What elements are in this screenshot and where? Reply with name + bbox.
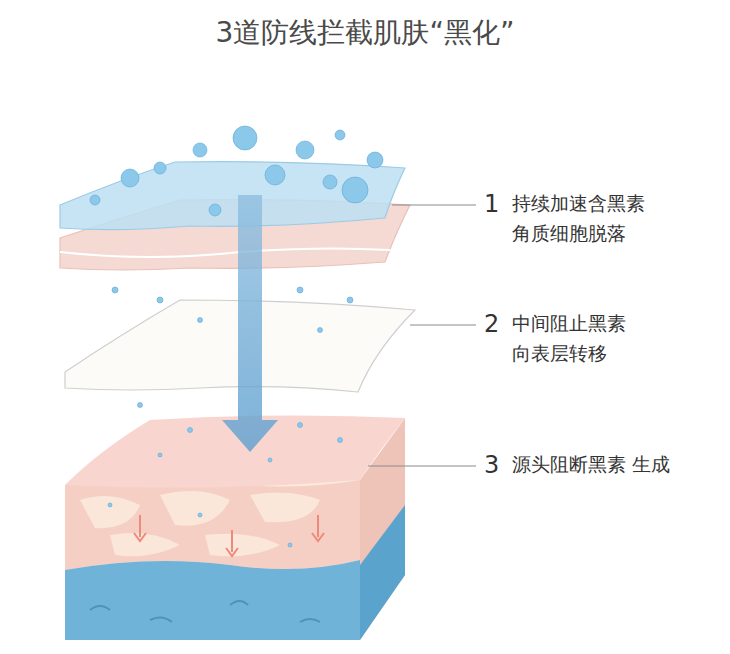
top-layers (60, 162, 410, 270)
bubble (112, 287, 118, 293)
bubble (268, 458, 272, 462)
down-arrow (222, 195, 278, 452)
bubble (158, 453, 162, 457)
bubble (347, 297, 353, 303)
bubble (296, 141, 314, 159)
pink-line (60, 248, 390, 257)
bubble (193, 143, 207, 157)
callout-number: 3 (484, 451, 499, 479)
blue-sheet (60, 162, 405, 230)
bubble (108, 503, 112, 507)
cell-gaps (80, 491, 320, 556)
cell-layer (65, 477, 360, 570)
dermis-layer (65, 560, 360, 640)
dermis-marks (90, 601, 320, 622)
title: 3道防线拦截肌肤“黑化” (216, 14, 515, 52)
bubble (198, 513, 202, 517)
bubble (198, 318, 203, 323)
bubble (342, 177, 368, 203)
leader-line (392, 205, 476, 206)
bubble (121, 169, 139, 187)
bubble (233, 126, 257, 150)
bubble (297, 287, 303, 293)
leader-lines (368, 205, 476, 466)
callout-text: 源头阻断黑素 生成 (512, 449, 722, 479)
bubble (154, 162, 166, 174)
bubble (209, 204, 221, 216)
bubble (298, 423, 303, 428)
callout-number: 1 (484, 190, 499, 218)
bubble (338, 438, 343, 443)
down-heads (134, 533, 324, 556)
bubble (188, 428, 193, 433)
bubble (90, 195, 100, 205)
down-marks (140, 515, 318, 552)
block-side-dermis (360, 505, 405, 640)
callout-number: 2 (484, 310, 499, 338)
bubble (288, 543, 292, 547)
bubble (157, 297, 163, 303)
skin-block (65, 415, 405, 640)
bubble (318, 328, 323, 333)
leader-line (410, 325, 476, 326)
bubble (367, 152, 383, 168)
callout-text: 中间阻止黑素 向表层转移 (512, 308, 722, 369)
bubble (138, 403, 143, 408)
bubbles (90, 126, 383, 547)
bubble (335, 130, 345, 140)
bubble (323, 175, 337, 189)
leader-line (368, 466, 476, 467)
callout-text: 持续加速含黑素 角质细胞脱落 (512, 188, 722, 249)
bubble (265, 165, 285, 185)
